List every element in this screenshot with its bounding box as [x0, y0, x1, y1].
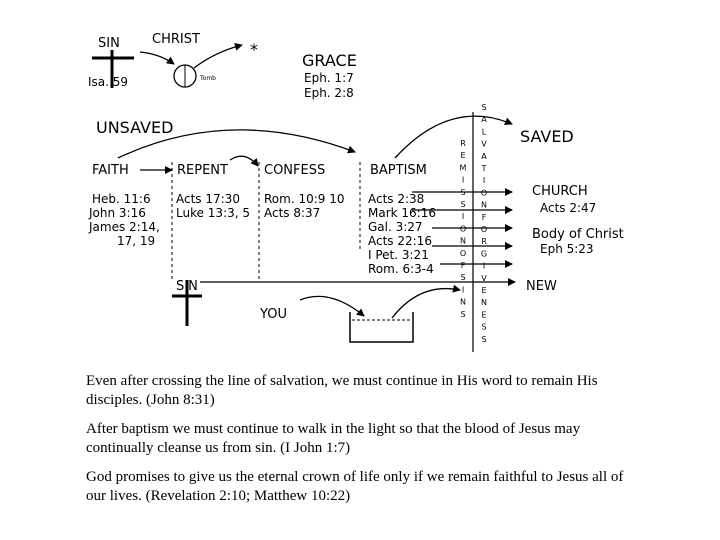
salvation-column-letter: S: [481, 335, 486, 344]
salvation-column-letter: A: [481, 115, 487, 124]
water-to-new-arrow: [391, 284, 461, 319]
bottom-cross-icon: [172, 280, 202, 326]
result-body-ref: Eph 5:23: [540, 242, 594, 256]
remission-column-letter: N: [460, 298, 466, 307]
remission-column-letter: O: [460, 224, 466, 233]
baptism-ref-1: Acts 2:38: [368, 192, 424, 206]
salvation-column-letter: T: [481, 164, 487, 173]
salvation-column-letter: V: [481, 274, 487, 283]
salvation-column-letter: S: [481, 323, 486, 332]
salvation-column-letter: O: [481, 188, 487, 197]
top-cross-icon: [92, 50, 134, 88]
step-confess-label: CONFESS: [264, 163, 325, 178]
salvation-column-letter: V: [481, 140, 487, 149]
paragraph-continue-word: Even after crossing the line of salvatio…: [86, 373, 598, 408]
grace-ref-1: Eph. 1:7: [304, 71, 354, 85]
salvation-column-letter: I: [483, 176, 485, 185]
remission-column-letter: S: [460, 200, 465, 209]
step-repent-label: REPENT: [177, 163, 228, 178]
confess-ref-1: Rom. 10:9 10: [264, 192, 345, 206]
unsaved-label: UNSAVED: [96, 118, 173, 137]
remission-column-letter: E: [460, 151, 465, 160]
step-baptism-label: BAPTISM: [370, 163, 427, 178]
salvation-diagram: SIN Isa. 59 CHRIST Tomb * GRACE Eph. 1:7…: [88, 32, 624, 352]
christ-label: CHRIST: [152, 32, 200, 47]
salvation-column-letter: I: [483, 262, 485, 271]
salvation-column-letter: G: [481, 249, 487, 258]
remission-column-letter: S: [460, 273, 465, 282]
salvation-column-letter: E: [481, 286, 486, 295]
baptism-ref-5: I Pet. 3:21: [368, 248, 429, 262]
result-church-label: CHURCH: [532, 184, 588, 199]
remission-column-letter: I: [462, 212, 464, 221]
result-church-ref: Acts 2:47: [540, 201, 596, 215]
result-arrows: [200, 188, 516, 286]
salvation-column-letter: R: [481, 237, 487, 246]
result-body-label: Body of Christ: [532, 227, 624, 242]
baptism-water-icon: [349, 312, 414, 343]
faith-ref-3: James 2:14,: [88, 220, 160, 234]
remission-column-letter: N: [460, 237, 466, 246]
salvation-column-letter: O: [481, 225, 487, 234]
baptism-ref-4: Acts 22:16: [368, 234, 432, 248]
remission-column-letter: F: [461, 261, 466, 270]
remission-column-letter: M: [460, 163, 467, 172]
confess-ref-2: Acts 8:37: [264, 206, 320, 220]
baptism-ref-3: Gal. 3:27: [368, 220, 423, 234]
remission-column-letter: O: [460, 249, 466, 258]
faith-ref-2: John 3:16: [88, 206, 146, 220]
repent-ref-1: Acts 17:30: [176, 192, 240, 206]
salvation-column-letter: S: [481, 103, 486, 112]
star-mark: *: [250, 40, 258, 59]
repent-ref-2: Luke 13:3, 5: [176, 206, 250, 220]
remission-column: REMISSIONOFSINS: [460, 139, 467, 319]
top-sin-label: SIN: [98, 36, 120, 51]
saved-label: SAVED: [520, 127, 574, 146]
remission-column-letter: I: [462, 285, 464, 294]
christ-to-tomb-arrow: [139, 51, 175, 65]
repent-to-confess-arrow: [229, 155, 259, 167]
step-faith-label: FAITH: [92, 163, 129, 178]
result-new-label: NEW: [526, 279, 557, 294]
unsaved-to-baptism-arrow: [117, 129, 356, 159]
you-label: YOU: [259, 307, 287, 322]
faith-ref-4: 17, 19: [117, 234, 155, 248]
tomb-to-grace-arrow: [193, 42, 243, 69]
remission-column-letter: R: [460, 139, 466, 148]
salvation-column-letter: F: [482, 213, 487, 222]
remission-column-letter: I: [462, 176, 464, 185]
column-dividers: [171, 162, 361, 280]
paragraph-walk-light: After baptism we must continue to walk i…: [86, 421, 581, 456]
tomb-icon: [173, 64, 197, 88]
isa-ref: Isa. 59: [88, 75, 128, 89]
tomb-label: Tomb: [199, 75, 216, 82]
baptism-to-saved-arrow: [394, 115, 513, 159]
you-to-water-arrow: [299, 295, 365, 317]
grace-label: GRACE: [302, 51, 357, 70]
salvation-column-letter: A: [481, 152, 487, 161]
grace-ref-2: Eph. 2:8: [304, 86, 354, 100]
salvation-column-letter: L: [482, 127, 487, 136]
salvation-column-letter: E: [481, 310, 486, 319]
baptism-ref-6: Rom. 6:3-4: [368, 262, 434, 276]
paragraph-crown-of-life: God promises to give us the eternal crow…: [86, 469, 624, 504]
baptism-ref-2: Mark 16:16: [368, 206, 436, 220]
remission-column-letter: S: [460, 310, 465, 319]
faith-ref-1: Heb. 11:6: [92, 192, 151, 206]
salvation-column-letter: N: [481, 298, 487, 307]
salvation-column-letter: N: [481, 201, 487, 210]
